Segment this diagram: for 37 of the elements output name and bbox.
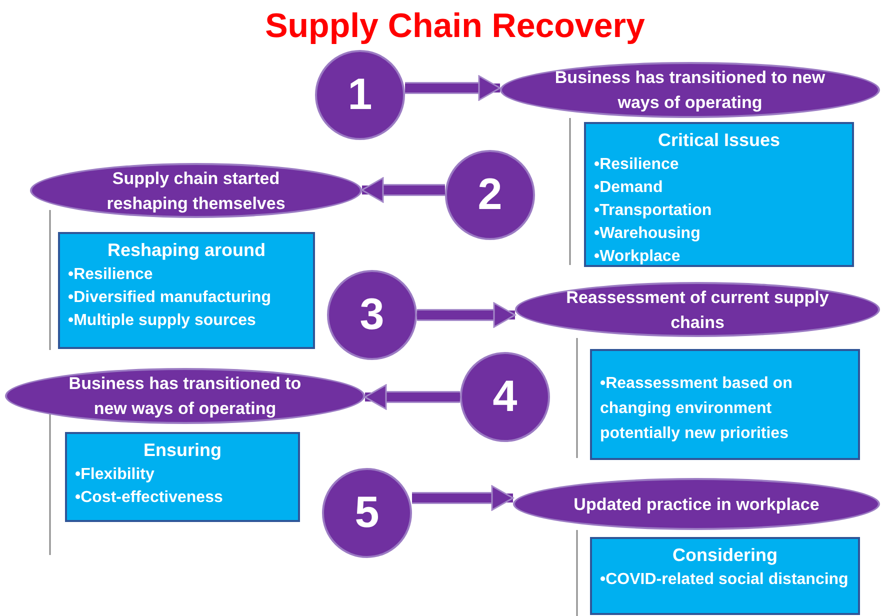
bullet-item: •Cost-effectiveness <box>75 488 224 508</box>
arrow <box>405 75 501 101</box>
info-box <box>590 349 860 460</box>
step-number: 2 <box>478 173 502 217</box>
info-box <box>58 232 315 349</box>
bullet-item: •Multiple supply sources <box>68 311 257 331</box>
bullet-item: •Demand <box>594 178 664 198</box>
box-heading: Reshaping around <box>106 239 266 262</box>
box-heading: Considering <box>671 544 778 567</box>
step-text: Business has transitioned to new ways of operating <box>68 373 302 420</box>
info-box <box>584 122 854 267</box>
step-number: 1 <box>348 73 372 117</box>
step-text: Supply chain started reshaping themselves <box>106 168 286 215</box>
bullet-item: •Resilience <box>68 265 154 285</box>
box-heading: Ensuring <box>142 439 222 462</box>
info-box <box>590 537 860 615</box>
step-number: 5 <box>354 491 380 535</box>
bullet-item: •Warehousing <box>594 224 702 244</box>
step-text: Business has transitioned to new ways of operating <box>554 67 826 114</box>
step-text: Updated practice in workplace <box>574 494 820 516</box>
bullet-item: •Flexibility <box>75 465 156 485</box>
step-number: 4 <box>492 375 518 419</box>
arrow <box>412 485 514 511</box>
step-number: 3 <box>360 293 384 337</box>
bullet-item: •Resilience <box>594 155 680 175</box>
bullet-item: •Reassessment based on changing environment potentially new priorities <box>600 374 794 444</box>
arrow <box>417 302 516 328</box>
info-box <box>65 432 300 522</box>
bullet-item: •Workplace <box>594 247 682 267</box>
arrow <box>361 177 445 203</box>
bullet-item: •COVID-related social distancing <box>600 570 850 590</box>
box-heading: Critical Issues <box>656 129 782 152</box>
step-text: Reassessment of current supply chains <box>565 286 830 334</box>
title: Supply Chain Recovery <box>264 6 646 47</box>
arrow <box>364 384 460 410</box>
bullet-item: •Diversified manufacturing <box>68 288 272 308</box>
bullet-item: •Transportation <box>594 201 713 221</box>
